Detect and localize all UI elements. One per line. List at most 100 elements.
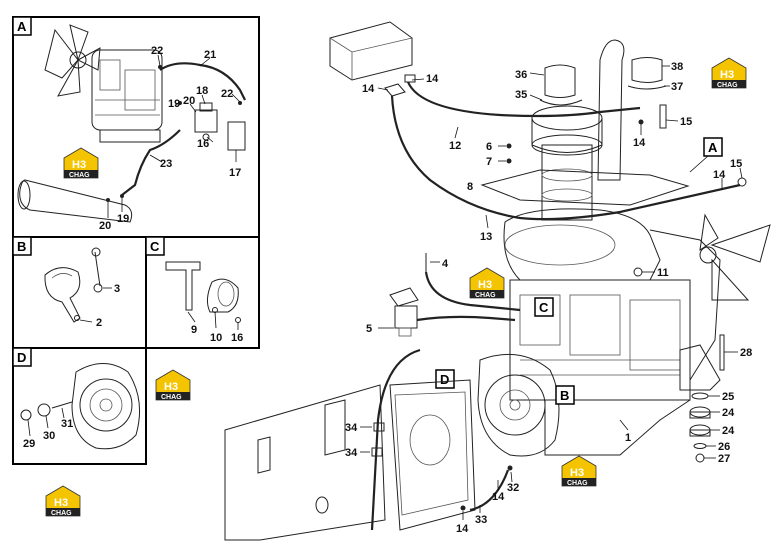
engine-block <box>503 208 771 456</box>
panel-a-tank <box>17 179 133 223</box>
label-24: 24 <box>722 425 735 437</box>
label-7: 7 <box>486 156 492 168</box>
label-10: 10 <box>210 332 222 344</box>
logo-watermark: H3 CHAG <box>63 147 99 179</box>
label-4: 4 <box>442 258 449 270</box>
label-14: 14 <box>633 137 646 149</box>
label-1: 1 <box>625 432 631 444</box>
pipe-12 <box>406 81 641 118</box>
engine-mount-stack <box>689 392 711 463</box>
label-14: 14 <box>492 491 505 503</box>
svg-text:H3: H3 <box>570 467 584 479</box>
label-9: 9 <box>191 324 197 336</box>
logo-watermark: H3 CHAG <box>469 267 505 299</box>
svg-text:CHAG: CHAG <box>51 510 72 517</box>
callout-a: A <box>708 140 718 155</box>
label-14: 14 <box>456 523 469 535</box>
label-36: 36 <box>515 69 527 81</box>
callout-c: C <box>539 300 549 315</box>
label-17: 17 <box>229 167 241 179</box>
label-29: 29 <box>23 438 35 450</box>
label-5: 5 <box>366 323 372 335</box>
label-11: 11 <box>657 267 669 279</box>
label-13: 13 <box>480 231 492 243</box>
svg-text:CHAG: CHAG <box>161 394 182 401</box>
svg-text:H3: H3 <box>478 279 492 291</box>
callout-d: D <box>440 372 449 387</box>
panel-b-letter: B <box>17 239 26 254</box>
label-34: 34 <box>345 447 358 459</box>
label-20: 20 <box>99 220 111 232</box>
label-8: 8 <box>467 181 473 193</box>
label-33: 33 <box>475 514 487 526</box>
box-part <box>329 21 413 81</box>
pump-5 <box>389 287 419 337</box>
label-16: 16 <box>197 138 209 150</box>
svg-text:H3: H3 <box>72 159 86 171</box>
label-24: 24 <box>722 407 735 419</box>
label-18: 18 <box>196 85 208 97</box>
label-15: 15 <box>730 158 742 170</box>
svg-text:CHAG: CHAG <box>69 172 90 179</box>
label-27: 27 <box>718 453 730 465</box>
label-35: 35 <box>515 89 527 101</box>
label-6: 6 <box>486 141 492 153</box>
label-12: 12 <box>449 140 461 152</box>
panel-d: D 29 30 31 <box>12 347 147 465</box>
label-28: 28 <box>740 347 752 359</box>
label-3: 3 <box>114 283 120 295</box>
label-19: 19 <box>117 213 129 225</box>
logo-watermark: H3 CHAG <box>155 369 191 401</box>
label-31: 31 <box>61 418 73 430</box>
label-25: 25 <box>722 391 734 403</box>
label-16: 16 <box>231 332 243 344</box>
label-20: 20 <box>183 95 195 107</box>
label-15: 15 <box>680 116 692 128</box>
panel-d-flywheel-housing <box>20 363 141 450</box>
panel-a-engine-sketch <box>44 24 163 143</box>
panel-c-bracket-clamp <box>165 261 241 323</box>
air-cleaner <box>531 105 603 221</box>
intake-pipe <box>597 39 625 181</box>
label-37: 37 <box>671 81 683 93</box>
svg-text:CHAG: CHAG <box>567 480 588 487</box>
label-23: 23 <box>160 158 172 170</box>
label-34: 34 <box>345 422 358 434</box>
mounting-plate-8 <box>480 169 690 206</box>
label-14: 14 <box>362 83 375 95</box>
label-32: 32 <box>507 482 519 494</box>
main-assembly: 14 14 36 35 38 37 15 <box>224 21 771 541</box>
label-22: 22 <box>221 88 233 100</box>
callout-b: B <box>560 388 569 403</box>
label-30: 30 <box>43 430 55 442</box>
panel-a-letter: A <box>17 19 27 34</box>
panel-a-bracket-17 <box>227 121 246 151</box>
label-26: 26 <box>718 441 730 453</box>
panel-d-letter: D <box>17 350 26 365</box>
panel-a-pipe-21 <box>159 62 246 101</box>
panel-a-pipe-23 <box>121 129 181 196</box>
frame-and-transmission <box>224 379 476 541</box>
pipe-13 <box>390 95 741 221</box>
svg-text:H3: H3 <box>720 69 734 81</box>
svg-text:CHAG: CHAG <box>475 292 496 299</box>
svg-text:H3: H3 <box>54 497 68 509</box>
label-21: 21 <box>204 49 216 61</box>
callout-d-box <box>435 369 455 389</box>
label-14: 14 <box>713 169 726 181</box>
panel-a-valve-18 <box>194 102 218 141</box>
panel-a: A <box>12 16 260 238</box>
svg-text:H3: H3 <box>164 381 178 393</box>
label-2: 2 <box>96 317 102 329</box>
panel-c: C 9 10 16 <box>145 236 260 349</box>
panel-b-clamp <box>44 247 103 323</box>
label-38: 38 <box>671 61 683 73</box>
label-19: 19 <box>168 98 180 110</box>
svg-text:CHAG: CHAG <box>717 82 738 89</box>
panel-b: B 3 2 <box>12 236 147 349</box>
callout-c-box <box>534 297 554 317</box>
label-14: 14 <box>426 73 439 85</box>
panel-c-letter: C <box>150 239 160 254</box>
logo-watermark: H3 CHAG <box>711 57 747 89</box>
